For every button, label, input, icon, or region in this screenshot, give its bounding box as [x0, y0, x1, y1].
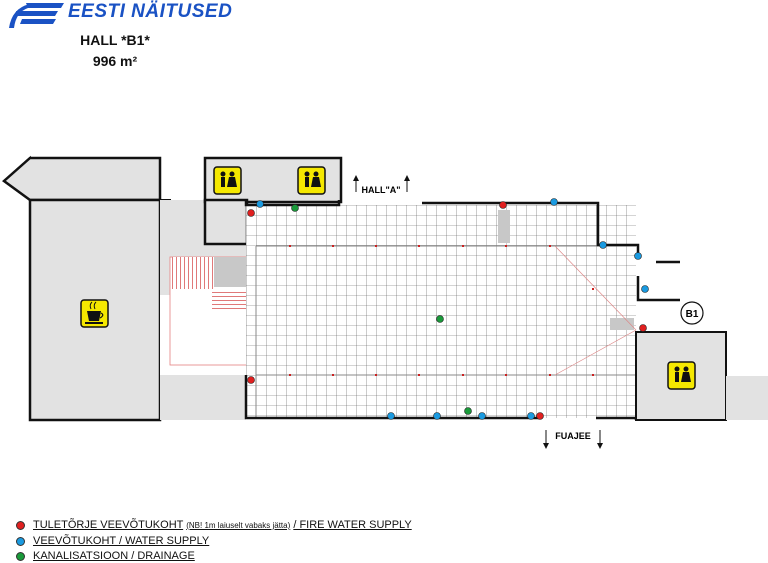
hall-title: HALL *B1*: [80, 32, 150, 48]
hall-area: 996 m²: [92, 53, 138, 69]
drain-dot-icon: [16, 551, 25, 561]
legend-water-text: VEEVÕTUKOHT / WATER SUPPLY: [33, 535, 210, 547]
hall-a-label: HALL"A": [353, 175, 410, 195]
hall-b1: [246, 205, 637, 418]
b1-text: B1: [686, 309, 699, 320]
water-supply-points: [256, 198, 649, 420]
legend-drain: KANALISATSIOON / DRAINAGE: [16, 549, 195, 563]
stairs-lower: [212, 289, 246, 309]
fuajee-text: FUAJEE: [555, 431, 591, 441]
fire-water-points: [247, 201, 647, 420]
logo-e-emblem: [9, 3, 64, 28]
legend-fire-note: (NB! 1m laiuselt vabaks jätta): [186, 521, 291, 530]
coffee-icon: [80, 299, 109, 328]
logo-text: EESTI NÄITUSED: [68, 1, 233, 22]
hall-a-text: HALL"A": [361, 185, 400, 195]
water-dot-icon: [16, 536, 25, 546]
fuajee-label: FUAJEE: [543, 430, 603, 449]
legend-fire-suffix: / FIRE WATER SUPPLY: [293, 519, 412, 531]
legend-water: VEEVÕTUKOHT / WATER SUPPLY: [16, 534, 209, 548]
drainage-points: [291, 204, 472, 415]
stairs-diag: [172, 257, 214, 289]
landing: [214, 257, 246, 287]
restroom-icon: [297, 166, 326, 195]
eesti-naitused-logo: EESTI NÄITUSED: [6, 0, 232, 30]
b1-label: B1: [680, 301, 704, 325]
cafe-building: [2, 155, 171, 422]
restroom-icon: [667, 361, 696, 390]
restroom-icon: [213, 166, 242, 195]
fire-dot-icon: [16, 520, 25, 530]
legend-fire-main: TULETÕRJE VEEVÕTUKOHT: [33, 519, 184, 531]
b1-annex: [635, 331, 768, 421]
legend-fire: TULETÕRJE VEEVÕTUKOHT (NB! 1m laiuselt v…: [16, 518, 412, 533]
legend-drain-text: KANALISATSIOON / DRAINAGE: [33, 550, 195, 562]
